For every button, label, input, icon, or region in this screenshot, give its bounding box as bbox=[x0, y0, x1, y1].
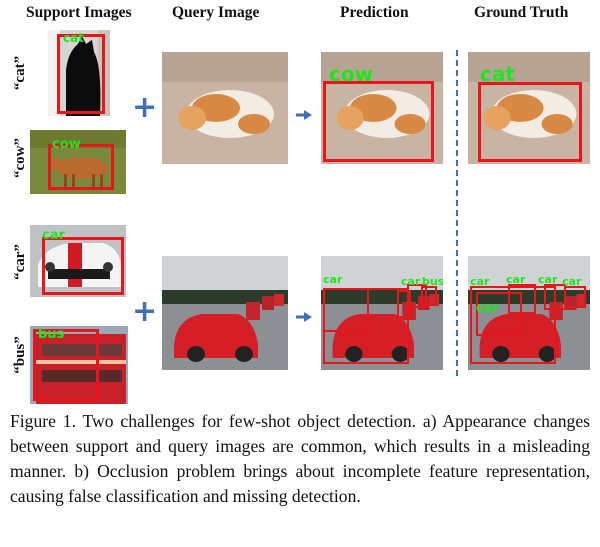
row-label-cat: “cat” bbox=[12, 55, 28, 91]
prediction-box-bus bbox=[397, 290, 411, 318]
prediction-box-small-1 bbox=[407, 284, 427, 308]
support-label-car: car bbox=[42, 228, 65, 243]
arrow-right-icon-top bbox=[296, 110, 312, 120]
support-box-bus bbox=[33, 329, 99, 401]
query-image-cars bbox=[162, 256, 288, 370]
prediction-label-bus: bus bbox=[422, 275, 443, 288]
ground-truth-label-car-2: car bbox=[476, 301, 499, 316]
query-image-cat bbox=[162, 52, 288, 164]
support-label-cow: cow bbox=[52, 137, 81, 152]
header-prediction: Prediction bbox=[340, 4, 409, 21]
ground-truth-label-car-3: car bbox=[506, 273, 526, 286]
arrow-right-icon-bottom bbox=[296, 312, 312, 322]
plus-icon-top: + bbox=[132, 90, 158, 125]
support-image-car: car bbox=[30, 225, 126, 297]
ground-truth-image-cars: car car car car car bbox=[468, 256, 590, 370]
row-label-car: “car” bbox=[12, 244, 28, 280]
header-query-image: Query Image bbox=[172, 4, 260, 21]
row-label-cow: “cow” bbox=[12, 138, 28, 178]
plus-icon-bottom: + bbox=[132, 294, 158, 329]
prediction-box-cow bbox=[323, 81, 434, 162]
header-support-images: Support Images bbox=[26, 4, 132, 21]
ground-truth-box-cat bbox=[478, 82, 582, 162]
prediction-label-car-1: car bbox=[323, 273, 343, 286]
ground-truth-label-car-4: car bbox=[538, 273, 558, 286]
prediction-image-cars: car car bus bbox=[321, 256, 443, 370]
prediction-label-car-2: car bbox=[401, 275, 421, 288]
prediction-box-car-2 bbox=[323, 288, 369, 332]
support-image-cow: cow bbox=[30, 130, 126, 194]
figure-caption: Figure 1. Two challenges for few-shot ob… bbox=[10, 411, 590, 506]
support-box-cow bbox=[48, 144, 114, 190]
support-image-bus: bus bbox=[30, 326, 128, 404]
divider-dashed-line bbox=[456, 50, 458, 376]
support-box-cat bbox=[57, 34, 105, 114]
ground-truth-box-car-2 bbox=[476, 292, 522, 336]
support-box-car bbox=[42, 237, 124, 295]
prediction-image-cat: cow bbox=[321, 52, 443, 164]
row-label-bus: “bus” bbox=[12, 336, 28, 374]
ground-truth-label-cat: cat bbox=[480, 62, 515, 86]
header-ground-truth: Ground Truth bbox=[474, 4, 569, 21]
ground-truth-image-cat: cat bbox=[468, 52, 590, 164]
ground-truth-box-car-3 bbox=[508, 284, 536, 314]
ground-truth-label-car-1: car bbox=[470, 275, 490, 288]
support-label-cat: cat bbox=[63, 31, 84, 45]
support-image-cat: cat bbox=[48, 30, 110, 116]
ground-truth-label-car-5: car bbox=[562, 275, 582, 288]
prediction-box-small-2 bbox=[421, 286, 437, 306]
ground-truth-box-car-5 bbox=[564, 286, 586, 308]
support-label-bus: bus bbox=[38, 327, 65, 342]
ground-truth-box-car-1 bbox=[470, 286, 556, 364]
prediction-label-cow: cow bbox=[329, 62, 374, 86]
